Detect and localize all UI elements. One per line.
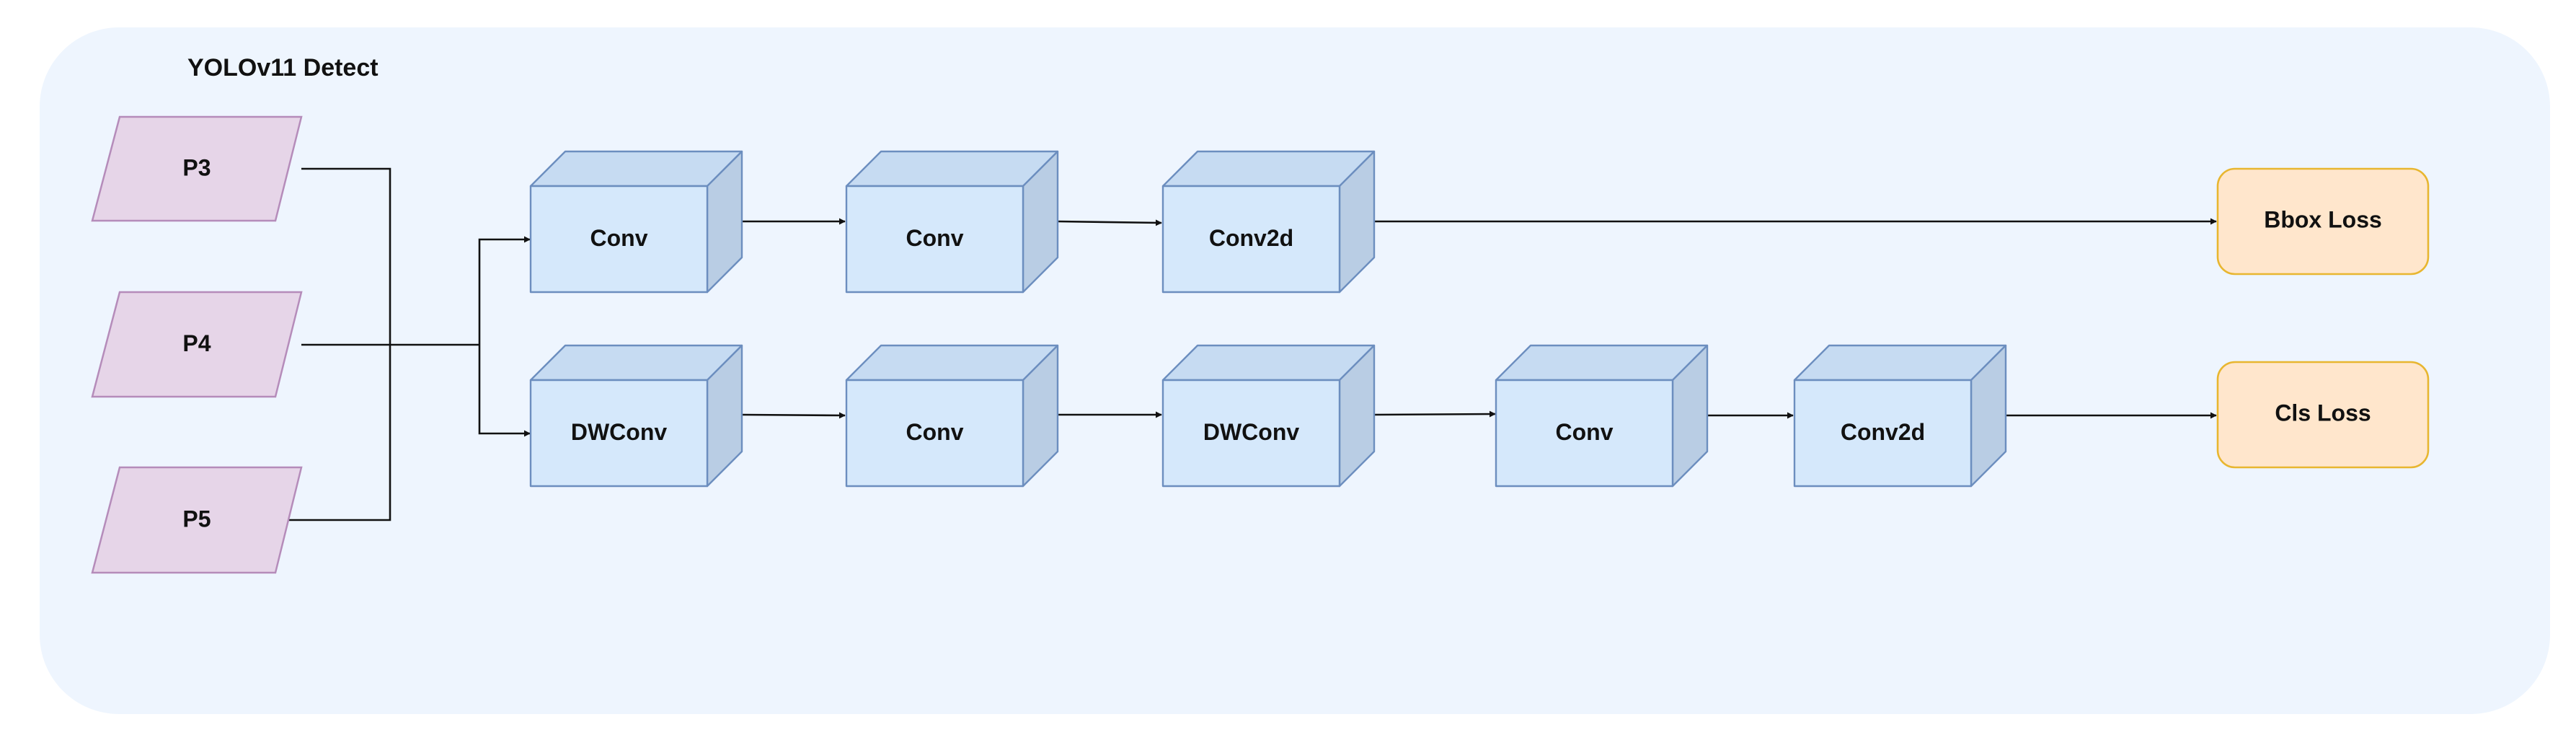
loss-box: [2216, 361, 2430, 469]
block-cls-dwconv-1: DWConv: [529, 344, 743, 488]
block-cls-conv2d: Conv2d: [1793, 344, 2007, 488]
block-bb-conv2d: Conv2d: [1161, 150, 1376, 294]
feature-shape: [91, 115, 303, 222]
block-label: Conv: [590, 225, 648, 251]
loss-label: Cls Loss: [2275, 400, 2371, 426]
loss-label: Bbox Loss: [2264, 206, 2382, 232]
block-bb-conv-2: Conv: [845, 150, 1059, 294]
edge-bb-conv-2-to-bb-conv2d: [1058, 219, 1162, 226]
output-node-bbox-loss: Bbox Loss: [2216, 167, 2430, 276]
feature-label: P3: [182, 154, 211, 180]
block-label: Conv: [1556, 419, 1614, 445]
block-label: Conv: [906, 225, 964, 251]
block-top-face: [1161, 344, 1376, 382]
block-label: Conv: [906, 419, 964, 445]
feature-label: P5: [182, 506, 211, 532]
feature-label: P4: [182, 330, 211, 356]
edge-p3-merge: [301, 167, 391, 345]
block-top-face: [529, 344, 743, 382]
edge-split-to-bbox: [478, 236, 531, 345]
feature-shape: [91, 291, 303, 398]
loss-box: [2216, 167, 2430, 276]
block-front-face: [529, 379, 709, 488]
block-cls-conv-1: Conv: [845, 344, 1059, 488]
block-top-face: [845, 344, 1059, 382]
feature-shape: [91, 466, 303, 574]
block-front-face: [1161, 185, 1341, 294]
block-label: DWConv: [1203, 419, 1300, 445]
block-front-face: [529, 185, 709, 294]
block-front-face: [1793, 379, 1973, 488]
output-node-cls-loss: Cls Loss: [2216, 361, 2430, 469]
feature-node-p5: P5: [91, 466, 303, 574]
block-front-face: [1161, 379, 1341, 488]
block-label: DWConv: [571, 419, 668, 445]
block-top-face: [1161, 150, 1376, 188]
block-front-face: [845, 379, 1024, 488]
feature-node-p3: P3: [91, 115, 303, 222]
block-top-face: [529, 150, 743, 188]
feature-node-p4: P4: [91, 291, 303, 398]
edges: [286, 167, 2217, 521]
block-top-face: [845, 150, 1059, 188]
block-front-face: [1495, 379, 1674, 488]
edge-split-to-cls: [478, 345, 531, 437]
edge-p5-merge: [286, 345, 391, 521]
diagram-title: YOLOv11 Detect: [187, 54, 379, 82]
block-label: Conv2d: [1841, 419, 1925, 445]
block-label: Conv2d: [1209, 225, 1293, 251]
edge-cls-dwconv-2-to-cls-conv-2: [1373, 410, 1496, 418]
block-cls-conv-2: Conv: [1495, 344, 1709, 488]
block-top-face: [1495, 344, 1709, 382]
block-cls-dwconv-2: DWConv: [1161, 344, 1376, 488]
block-top-face: [1793, 344, 2007, 382]
block-front-face: [845, 185, 1024, 294]
block-bb-conv-1: Conv: [529, 150, 743, 294]
